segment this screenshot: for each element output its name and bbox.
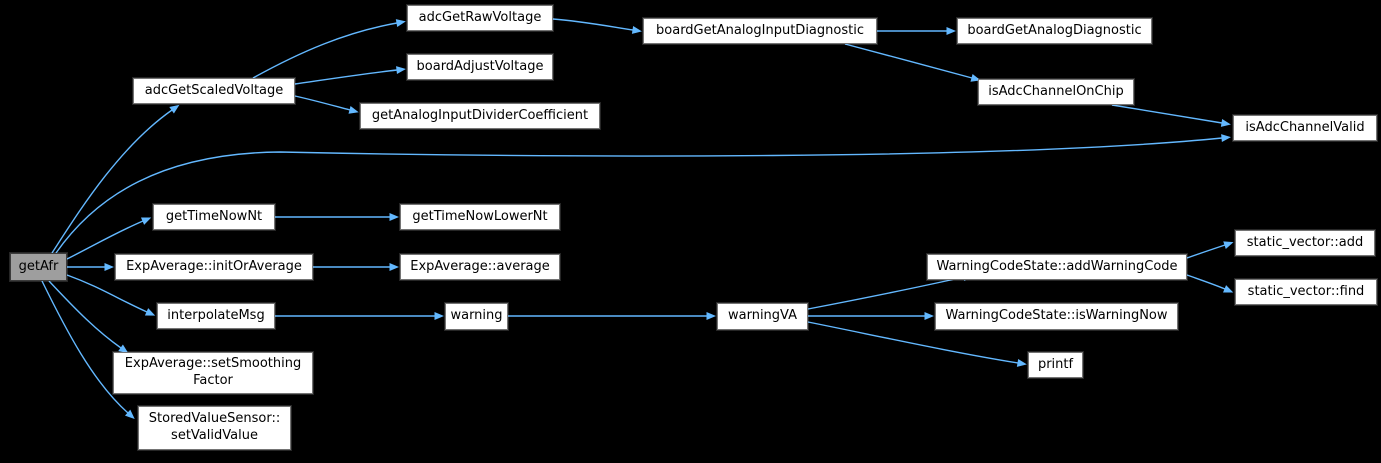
graph-node-exp-average-init-or-average[interactable]: ExpAverage::initOrAverage	[115, 254, 313, 280]
edge-get-afr-to-interpolate-msg	[66, 274, 156, 316]
edge-warning-code-state-add-warning-code-to-static-vector-find	[1186, 274, 1234, 293]
edge-get-afr-to-is-adc-channel-valid	[55, 134, 1231, 254]
graph-node-board-adjust-voltage[interactable]: boardAdjustVoltage	[407, 54, 553, 80]
graph-node-static-vector-find[interactable]: static_vector::find	[1235, 279, 1377, 305]
edge-warning-va-to-warning-code-state-add-warning-code	[807, 273, 973, 310]
graph-node-warning-va[interactable]: warningVA	[717, 303, 808, 330]
edge-adc-get-scaled-voltage-to-get-analog-input-divider-coefficient	[294, 95, 359, 114]
graph-node-adc-get-raw-voltage[interactable]: adcGetRawVoltage	[407, 5, 553, 31]
graph-node-printf[interactable]: printf	[1028, 352, 1083, 378]
graph-node-board-get-analog-input-diagnostic[interactable]: boardGetAnalogInputDiagnostic	[643, 18, 877, 44]
graph-node-stored-value-sensor-set-valid-value[interactable]: StoredValueSensor:: setValidValue	[138, 406, 291, 450]
edge-is-adc-channel-on-chip-to-is-adc-channel-valid	[1111, 104, 1231, 127]
graph-node-warning-code-state-add-warning-code[interactable]: WarningCodeState::addWarningCode	[927, 254, 1187, 280]
graph-node-is-adc-channel-valid[interactable]: isAdcChannelValid	[1233, 115, 1377, 141]
graph-node-exp-average-average[interactable]: ExpAverage::average	[400, 254, 560, 280]
graph-node-warning-code-state-is-warning-now[interactable]: WarningCodeState::isWarningNow	[935, 303, 1178, 330]
edge-get-afr-to-stored-value-sensor-set-valid-value	[41, 280, 135, 419]
edge-adc-get-raw-voltage-to-board-get-analog-input-diagnostic	[552, 18, 642, 34]
graph-node-get-time-now-lower-nt[interactable]: getTimeNowLowerNt	[400, 204, 560, 230]
edge-board-get-analog-input-diagnostic-to-is-adc-channel-on-chip	[844, 43, 981, 82]
edge-get-afr-to-adc-get-scaled-voltage	[51, 104, 180, 254]
edge-get-afr-to-exp-average-set-smoothing-factor	[48, 280, 129, 354]
graph-node-warning[interactable]: warning	[445, 303, 508, 330]
edge-adc-get-scaled-voltage-to-adc-get-raw-voltage	[252, 19, 406, 79]
graph-node-exp-average-set-smoothing-factor[interactable]: ExpAverage::setSmoothing Factor	[113, 352, 313, 394]
graph-node-get-afr: getAfr	[10, 253, 67, 281]
graph-node-static-vector-add[interactable]: static_vector::add	[1235, 230, 1375, 256]
graph-node-adc-get-scaled-voltage[interactable]: adcGetScaledVoltage	[133, 78, 295, 104]
graph-node-get-analog-input-divider-coefficient[interactable]: getAnalogInputDividerCoefficient	[360, 103, 600, 129]
edge-warning-code-state-add-warning-code-to-static-vector-add	[1186, 241, 1234, 259]
edge-get-afr-to-get-time-now-nt	[66, 217, 152, 260]
graph-node-board-get-analog-diagnostic[interactable]: boardGetAnalogDiagnostic	[957, 18, 1152, 44]
graph-node-get-time-now-nt[interactable]: getTimeNowNt	[153, 204, 275, 230]
graph-node-interpolate-msg[interactable]: interpolateMsg	[157, 303, 275, 329]
graph-node-is-adc-channel-on-chip[interactable]: isAdcChannelOnChip	[978, 79, 1134, 105]
edge-adc-get-scaled-voltage-to-board-adjust-voltage	[294, 66, 406, 85]
edge-warning-va-to-printf	[807, 321, 1027, 367]
